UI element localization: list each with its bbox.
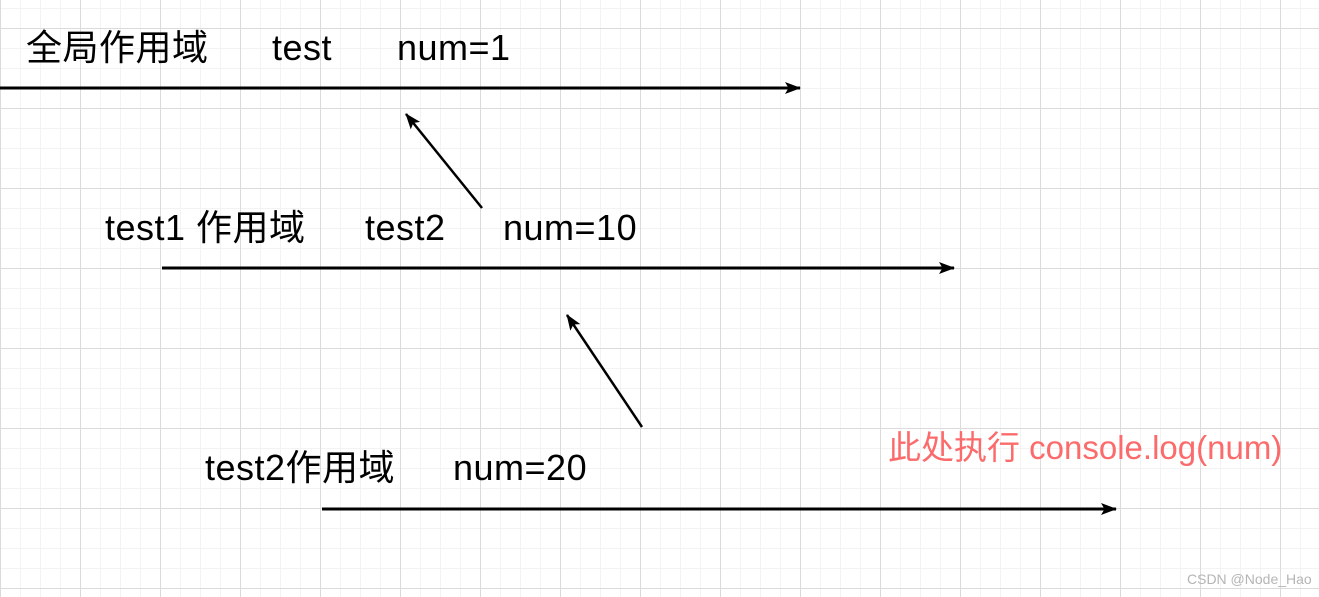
csdn-watermark: CSDN @Node_Hao: [1187, 571, 1312, 587]
global-scope-label: 全局作用域: [26, 27, 209, 68]
test2-scope-variable-label: num=20: [453, 447, 588, 488]
global-scope-function-label: test: [272, 27, 333, 68]
test2-scope-label: test2作用域: [205, 447, 396, 488]
test1-scope-label: test1 作用域: [105, 207, 306, 248]
test1-scope-function-label: test2: [365, 207, 446, 248]
lookup-arrow-test2-to-test1: [565, 314, 644, 428]
global-scope-variable-label: num=1: [397, 27, 511, 68]
lookup-arrow-test1-to-global: [405, 113, 483, 209]
test1-scope-variable-label: num=10: [503, 207, 638, 248]
execution-annotation: 此处执行 console.log(num): [888, 429, 1283, 466]
